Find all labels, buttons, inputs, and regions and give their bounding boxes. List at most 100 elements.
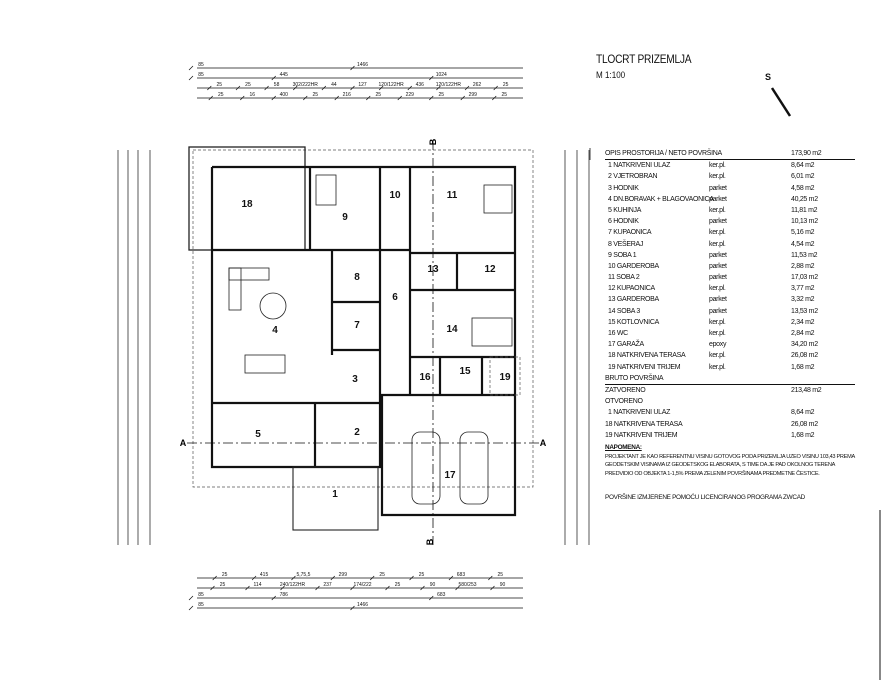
dimension-label: 85 bbox=[198, 602, 204, 608]
dimension-label: 25 bbox=[501, 92, 507, 98]
dimension-label: 400 bbox=[280, 92, 289, 98]
cell-name: 19 NATKRIVENI TRIJEM bbox=[605, 431, 678, 439]
section-a-right: A bbox=[540, 438, 547, 448]
dimension-label: 25 bbox=[395, 582, 401, 588]
cell-name: 1 NATKRIVENI ULAZ bbox=[608, 162, 671, 170]
dimension-label: 436 bbox=[416, 82, 425, 88]
cell-area: 26,08 m2 bbox=[791, 420, 818, 428]
room-number: 1 bbox=[332, 489, 338, 500]
cell-floor: ker.pl. bbox=[709, 352, 726, 360]
dimension-label: 90 bbox=[430, 582, 436, 588]
cell-floor: epoxy bbox=[709, 341, 727, 349]
cell-area: 17,03 m2 bbox=[791, 274, 818, 282]
dimension-label: 90 bbox=[500, 582, 506, 588]
cell-area: 5,16 m2 bbox=[791, 229, 815, 237]
cell-floor: ker.pl. bbox=[709, 206, 726, 214]
room-number: 18 bbox=[241, 199, 253, 210]
room-number: 14 bbox=[446, 324, 458, 335]
furniture bbox=[228, 174, 521, 531]
walls bbox=[210, 165, 517, 517]
bruto-label: BRUTO POVRŠINA bbox=[605, 374, 664, 382]
header-label: OPIS PROSTORIJA / NETO POVRŠINA bbox=[605, 150, 722, 157]
cell-name: 6 HODNIK bbox=[608, 218, 639, 226]
cell-area: 4,58 m2 bbox=[791, 184, 815, 192]
dimension-label: 580/253 bbox=[458, 582, 476, 588]
dimension-label: 229 bbox=[406, 92, 415, 98]
cell-floor: ker.pl. bbox=[709, 162, 726, 170]
dimension-label: 240/122HR bbox=[280, 582, 306, 588]
cell-name: 19 NATKRIVENI TRIJEM bbox=[608, 363, 681, 371]
cell-floor: ker.pl. bbox=[709, 229, 726, 237]
cell-area: 10,13 m2 bbox=[791, 218, 818, 226]
cell-area: 11,53 m2 bbox=[791, 251, 818, 259]
cell-floor: ker.pl. bbox=[709, 240, 726, 248]
room-number: 10 bbox=[389, 190, 401, 201]
dimension-label: 302/222HR bbox=[293, 82, 319, 88]
cell-area: 3,32 m2 bbox=[791, 296, 815, 304]
cell-floor: parket bbox=[709, 218, 727, 226]
cell-floor: parket bbox=[709, 296, 727, 304]
closed-area: 213,48 m2 bbox=[791, 386, 822, 394]
table-row: 12 KUPAONICA ker.pl. 3,77 m2 bbox=[605, 283, 855, 294]
table-row: 13 GARDEROBA parket 3,32 m2 bbox=[605, 294, 855, 305]
section-a-left: A bbox=[180, 438, 187, 448]
dimension-label: 1024 bbox=[436, 72, 447, 78]
cell-floor: ker.pl. bbox=[709, 330, 726, 337]
dimension-label: 262 bbox=[473, 82, 482, 88]
dimension-label: 16 bbox=[249, 92, 255, 98]
cell-floor: parket bbox=[709, 307, 727, 315]
cell-name: 8 VEŠERAJ bbox=[608, 240, 644, 248]
left-dimension-chains bbox=[117, 150, 151, 545]
room-number: 5 bbox=[255, 429, 261, 440]
room-number: 17 bbox=[444, 470, 456, 481]
cell-name: 17 GARAŽA bbox=[608, 341, 644, 349]
closed-label: ZATVORENO bbox=[605, 386, 646, 394]
dimension-label: 683 bbox=[457, 572, 466, 578]
cell-floor: ker.pl. bbox=[709, 285, 726, 293]
cell-name: 14 SOBA 3 bbox=[608, 307, 640, 315]
dimension-label: 683 bbox=[437, 592, 446, 598]
cell-area: 11,81 m2 bbox=[791, 206, 818, 214]
dimension-label: 127 bbox=[358, 82, 367, 88]
cell-area: 2,34 m2 bbox=[791, 318, 815, 326]
cell-name: 12 KUPAONICA bbox=[608, 285, 655, 293]
cell-name: 5 KUHINJA bbox=[608, 206, 642, 214]
room-number: 13 bbox=[427, 264, 439, 275]
dimension-label: 58 bbox=[274, 82, 280, 88]
open-row: 18 NATKRIVENA TERASA 26,08 m2 bbox=[605, 419, 855, 430]
drawing-title: TLOCRT PRIZEMLJA bbox=[596, 52, 692, 66]
cell-floor: ker.pl. bbox=[709, 363, 726, 371]
dimension-label: 25 bbox=[245, 82, 251, 88]
cell-floor: parket bbox=[709, 274, 727, 282]
room-number: 19 bbox=[499, 372, 511, 383]
room-number: 7 bbox=[354, 320, 360, 331]
cell-area: 40,25 m2 bbox=[791, 195, 818, 203]
table-row: 6 HODNIK parket 10,13 m2 bbox=[605, 216, 855, 227]
dimension-label: 44 bbox=[331, 82, 337, 88]
cell-area: 6,01 m2 bbox=[791, 173, 815, 181]
cell-area: 3,77 m2 bbox=[791, 285, 815, 293]
dimension-label: 120/122HR bbox=[436, 82, 462, 88]
room-number: 9 bbox=[342, 212, 348, 223]
cell-name: 2 VJETROBRAN bbox=[608, 173, 658, 181]
cell-name: 13 GARDEROBA bbox=[608, 296, 659, 304]
cell-floor: ker.pl. bbox=[709, 318, 726, 326]
cell-floor: parket bbox=[709, 251, 727, 259]
room-number: 4 bbox=[272, 325, 278, 336]
dimension-label: 216 bbox=[343, 92, 352, 98]
dimension-label: 237 bbox=[323, 582, 332, 588]
cell-name: 18 NATKRIVENA TERASA bbox=[605, 420, 683, 428]
dimension-label: 85 bbox=[198, 592, 204, 598]
cell-floor: ker.pl. bbox=[709, 173, 726, 181]
cell-floor: parket bbox=[709, 184, 727, 192]
